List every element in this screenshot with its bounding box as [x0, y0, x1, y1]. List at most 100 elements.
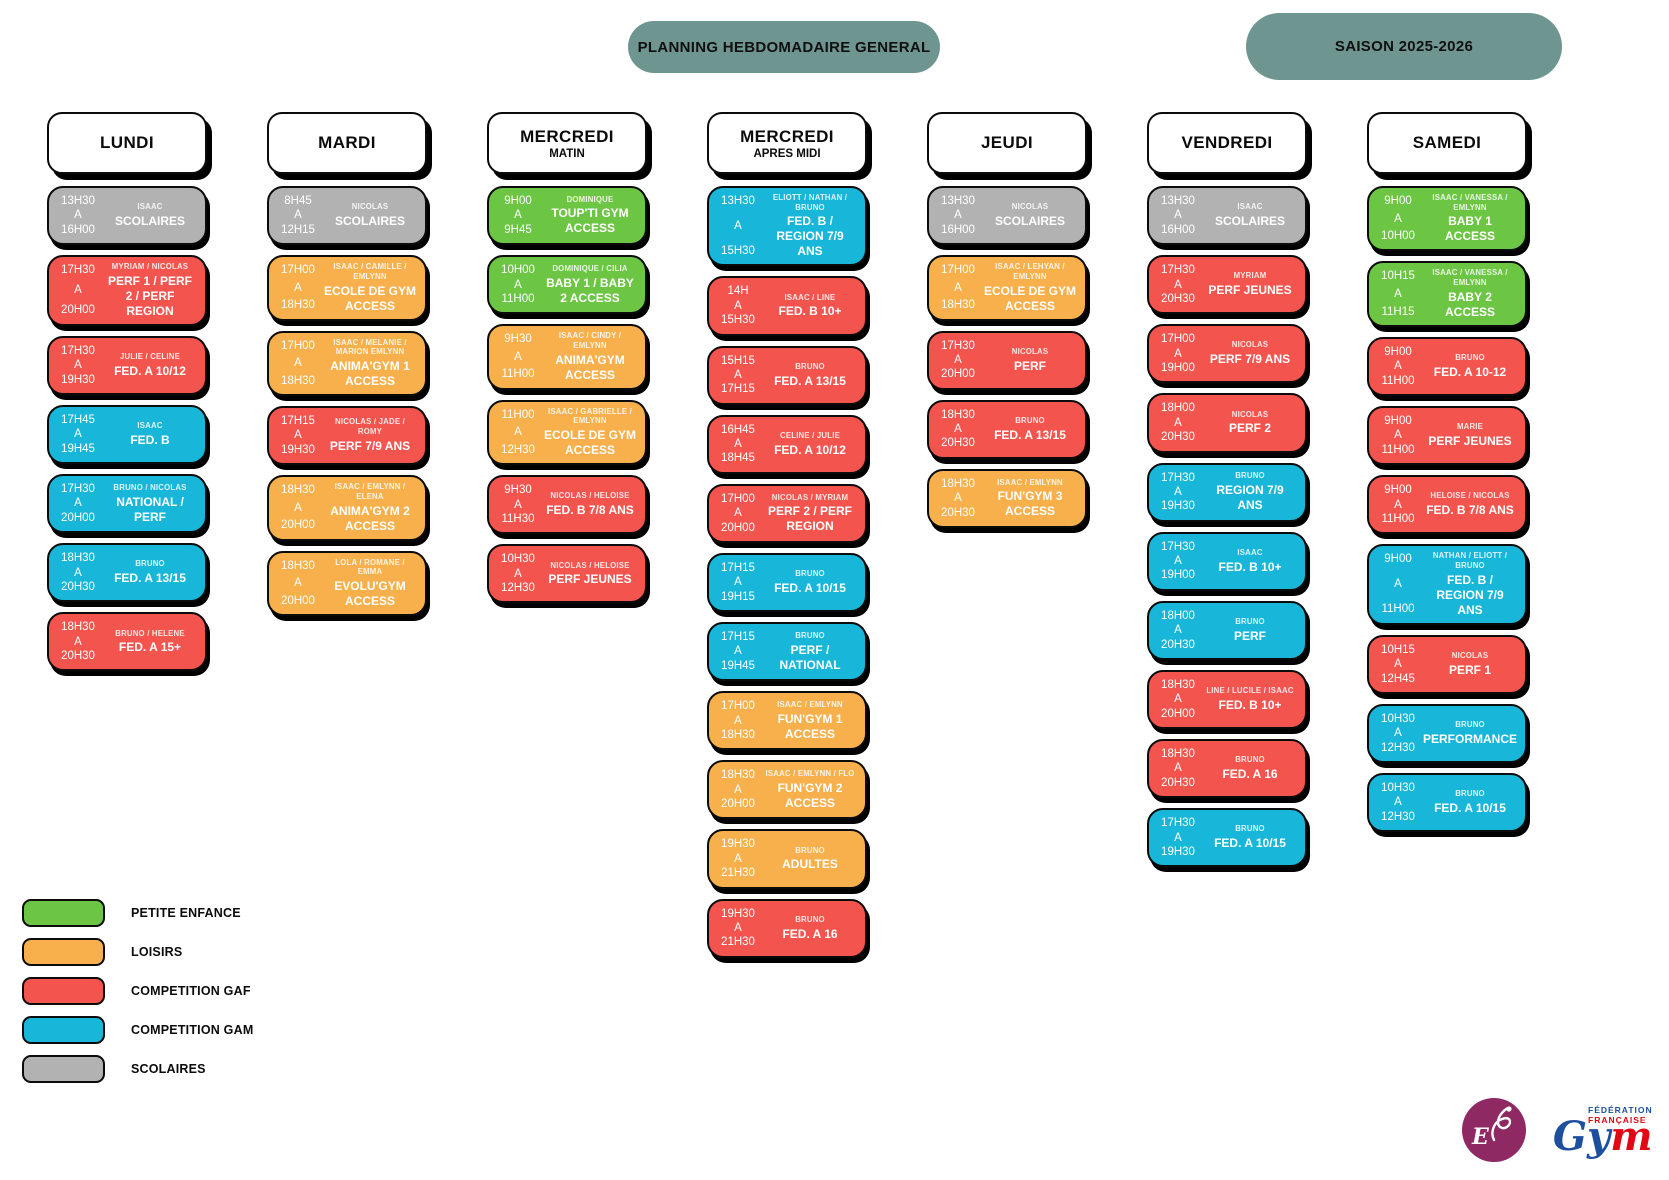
session-end-time: 16H00 [1161, 223, 1195, 236]
session-time: 10H00 A 11H00 [495, 262, 541, 307]
session-end-time: 20H00 [941, 368, 975, 381]
session-coaches: BRUNO [795, 914, 825, 924]
time-separator: A [1394, 288, 1402, 301]
time-separator: A [294, 429, 302, 442]
session-activity: PERF / NATIONAL [779, 642, 841, 672]
session-card: 11H00 A 12H30 ISAAC / GABRIELLE / EMLYNN… [487, 399, 647, 466]
session-end-time: 18H45 [721, 452, 755, 465]
session-start-time: 15H15 [721, 354, 755, 367]
session-coaches: ISAAC / MELANIE / MARION EMLYNN [333, 337, 407, 357]
session-card: 10H00 A 11H00 DOMINIQUE / CILIA BABY 1 /… [487, 255, 647, 315]
session-end-time: 19H00 [1161, 362, 1195, 374]
session-card: 17H30 A 20H00 BRUNO / NICOLAS NATIONAL /… [47, 474, 207, 534]
session-time: 18H00 A 20H30 [1155, 400, 1201, 445]
session-card: 17H45 A 19H45 ISAAC FED. B [47, 404, 207, 465]
session-body: CELINE / JULIE FED. A 10/12 [761, 422, 859, 467]
session-card: 9H00 A 11H00 NATHAN / ELIOTT / BRUNO FED… [1367, 544, 1527, 625]
time-separator: A [294, 357, 302, 370]
session-coaches: HELOISE / NICOLAS [1430, 491, 1510, 501]
session-activity: PERF 2 [1228, 421, 1271, 436]
session-start-time: 17H00 [941, 264, 975, 277]
time-separator: A [1394, 360, 1402, 373]
session-coaches: ISAAC [137, 421, 163, 431]
session-time: 9H30 A 11H30 [495, 482, 541, 527]
session-card: 18H30 A 20H30 BRUNO FED. A 13/15 [47, 543, 207, 603]
session-start-time: 17H30 [61, 264, 95, 277]
session-coaches: BRUNO / HELENE [115, 628, 185, 638]
session-activity: FED. A 13/15 [994, 427, 1066, 442]
session-body: BRUNO FED. A 16 [1201, 746, 1299, 791]
legend-swatch [22, 1055, 105, 1083]
session-coaches: ELIOTT / NATHAN / BRUNO [772, 193, 848, 212]
time-separator: A [734, 299, 742, 312]
session-time: 18H30 A 20H00 [275, 482, 321, 533]
session-start-time: 9H00 [1384, 415, 1412, 428]
day-header: MERCREDI MATIN [487, 112, 647, 174]
session-time: 17H30 A 19H30 [1155, 470, 1201, 515]
time-separator: A [514, 209, 522, 222]
session-activity: FED. B 7/8 ANS [546, 503, 634, 518]
session-coaches: ISAAC / EMLYNN [997, 477, 1063, 487]
session-coaches: BRUNO [1235, 755, 1265, 765]
session-time: 18H30 A 20H00 [275, 558, 321, 609]
day-header: VENDREDI [1147, 112, 1307, 174]
session-body: ISAAC / EMLYNN / FLO FUN'GYM 2 ACCESS [761, 767, 859, 812]
session-card: 9H00 A 11H00 BRUNO FED. A 10-12 [1367, 336, 1527, 397]
session-card: 14H A 15H30 ISAAC / LINE FED. B 10+ [707, 276, 867, 336]
session-body: ISAAC / EMLYNN FUN'GYM 3 ACCESS [981, 476, 1079, 521]
session-start-time: 17H30 [941, 339, 975, 352]
session-time: 17H30 A 19H00 [1155, 539, 1201, 584]
time-separator: A [294, 209, 302, 222]
session-coaches: NATHAN / ELIOTT / BRUNO [1432, 551, 1508, 571]
session-body: NICOLAS SCOLAIRES [321, 193, 419, 238]
session-time: 19H30 A 21H30 [715, 836, 761, 881]
session-end-time: 11H00 [501, 368, 535, 381]
session-coaches: NICOLAS / HELOISE [550, 491, 630, 501]
day-cards: 13H30 A 16H00 NICOLAS SCOLAIRES 17H00 A … [927, 186, 1087, 528]
session-time: 17H00 A 18H30 [275, 338, 321, 389]
session-card: 15H15 A 17H15 BRUNO FED. A 13/15 [707, 345, 867, 405]
session-start-time: 18H30 [721, 769, 755, 782]
session-start-time: 10H00 [501, 264, 535, 277]
legend-label: LOISIRS [131, 945, 183, 959]
session-activity: PERF 1 [1448, 662, 1491, 677]
session-body: BRUNO / NICOLAS NATIONAL / PERF [101, 481, 199, 526]
time-separator: A [954, 209, 962, 222]
session-end-time: 19H45 [721, 659, 755, 672]
session-activity: ANIMA'GYM ACCESS [555, 352, 625, 382]
session-coaches: ISAAC / CAMILLE / EMLYNN [333, 262, 407, 281]
session-activity: ECOLE DE GYM ACCESS [323, 283, 416, 313]
session-coaches: BRUNO [795, 569, 825, 579]
session-body: NICOLAS / MYRIAM PERF 2 / PERF REGION [761, 491, 859, 536]
session-time: 10H15 A 12H45 [1375, 642, 1421, 687]
session-end-time: 11H00 [1381, 374, 1415, 387]
time-separator: A [1394, 212, 1402, 225]
time-separator: A [734, 921, 742, 934]
session-activity: FED. B 10+ [778, 304, 842, 319]
session-end-time: 21H30 [721, 867, 755, 880]
session-body: HELOISE / NICOLAS FED. B 7/8 ANS [1421, 482, 1519, 527]
session-body: NICOLAS / JADE / ROMY PERF 7/9 ANS [321, 413, 419, 458]
session-body: MYRIAM PERF JEUNES [1201, 262, 1299, 307]
session-body: BRUNO / HELENE FED. A 15+ [101, 619, 199, 664]
session-time: 9H00 A 11H00 [1375, 344, 1421, 389]
time-separator: A [734, 507, 742, 520]
time-separator: A [1174, 624, 1182, 637]
session-time: 9H00 A 11H00 [1375, 551, 1421, 617]
session-activity: TOUP'TI GYM ACCESS [551, 206, 629, 236]
session-end-time: 19H30 [1161, 845, 1195, 858]
session-end-time: 20H30 [61, 650, 95, 663]
time-separator: A [1394, 498, 1402, 511]
day-header: LUNDI [47, 112, 207, 174]
session-end-time: 18H30 [941, 299, 975, 312]
session-body: BRUNO FED. A 10/15 [1201, 815, 1299, 860]
session-time: 18H30 A 20H30 [1155, 746, 1201, 791]
session-start-time: 10H15 [1381, 643, 1415, 656]
session-coaches: BRUNO / NICOLAS [113, 482, 187, 492]
club-logo: E [1462, 1098, 1526, 1162]
time-separator: A [1174, 347, 1182, 360]
ffgym-gym-wordmark: Gym [1553, 1117, 1653, 1157]
session-time: 18H00 A 20H30 [1155, 608, 1201, 653]
time-separator: A [1174, 278, 1182, 291]
session-body: NICOLAS PERF [981, 338, 1079, 383]
